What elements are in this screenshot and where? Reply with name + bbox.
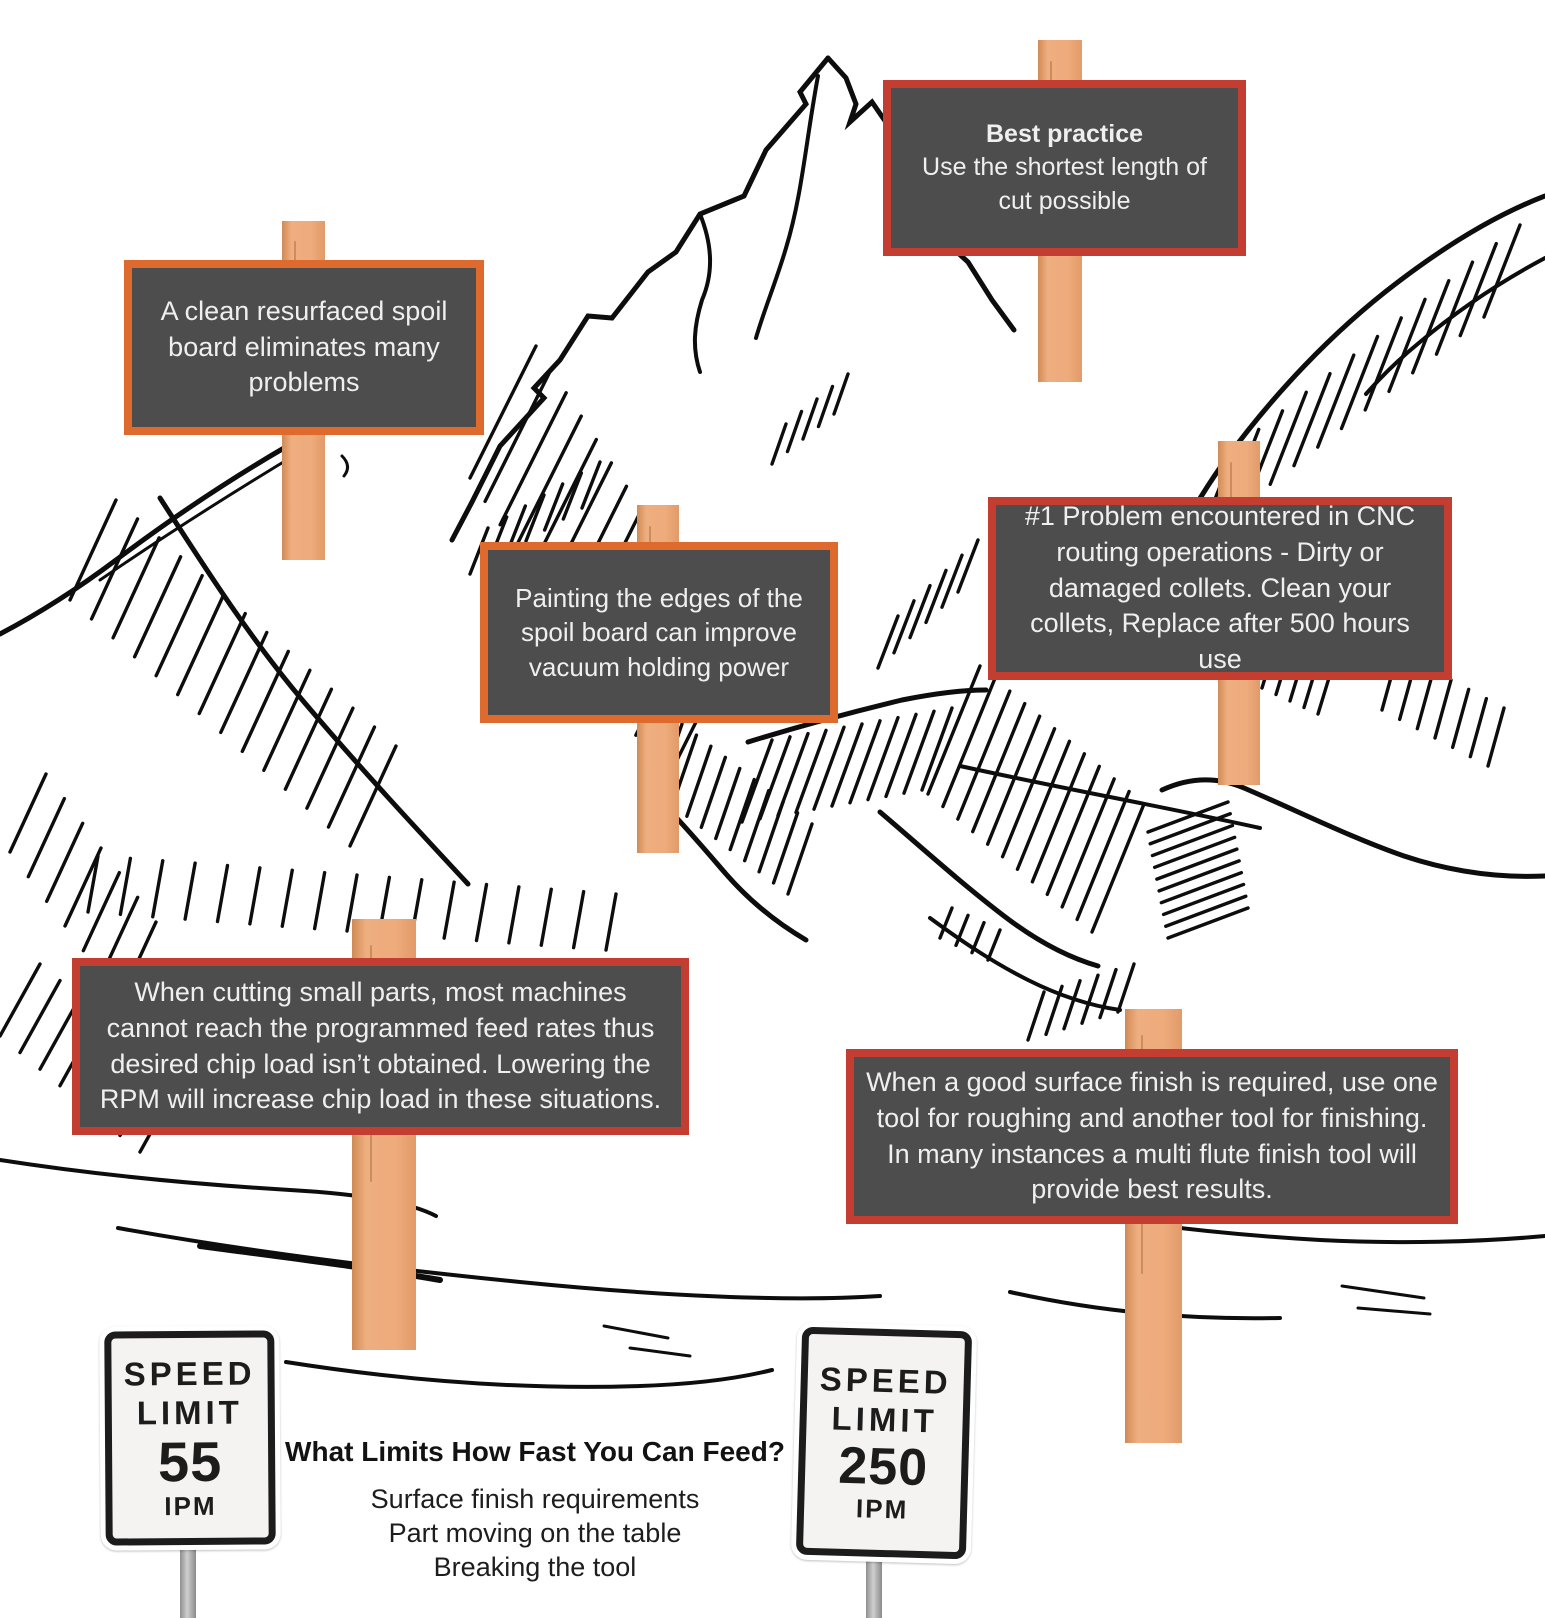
limit-word: LIMIT [136, 1393, 244, 1432]
sign-collets: #1 Problem encountered in CNC routing op… [988, 497, 1452, 680]
feed-limit-item: Breaking the tool [433, 1552, 637, 1582]
feed-limit-item: Part moving on the table [388, 1518, 682, 1548]
feed-limits-heading: What Limits How Fast You Can Feed? [285, 1436, 785, 1467]
speed-word: SPEED [123, 1354, 256, 1393]
speed-limit-sign-250: SPEED LIMIT 250 IPM [790, 1321, 978, 1565]
sign-body: When a good surface finish is required, … [866, 1066, 1438, 1205]
sign-best-practice: Best practice Use the shortest length of… [883, 80, 1246, 256]
limit-word: LIMIT [831, 1399, 939, 1440]
feed-limit-item: Surface finish requirements [370, 1484, 700, 1514]
speed-word: SPEED [819, 1360, 953, 1402]
sign-body: Use the shortest length of cut possible [922, 153, 1207, 215]
speed-limit-sign-55: SPEED LIMIT 55 IPM [99, 1325, 281, 1551]
speed-limit-plate: SPEED LIMIT 250 IPM [795, 1326, 973, 1560]
sign-surface-finish: When a good surface finish is required, … [846, 1049, 1458, 1224]
sign-painting-edges: Painting the edges of the spoil board ca… [480, 542, 838, 723]
sign-body: #1 Problem encountered in CNC routing op… [1024, 500, 1416, 675]
sign-pole [866, 1558, 882, 1618]
speed-limit-plate: SPEED LIMIT 55 IPM [104, 1330, 276, 1546]
sign-body: When cutting small parts, most machines … [99, 976, 662, 1115]
speed-unit: IPM [164, 1490, 217, 1522]
sign-heading: Best practice [985, 120, 1144, 149]
sign-spoil-board: A clean resurfaced spoil board eliminate… [124, 260, 484, 435]
speed-unit: IPM [855, 1493, 909, 1525]
speed-value: 250 [837, 1437, 929, 1498]
feed-limits-block: What Limits How Fast You Can Feed? Surfa… [280, 1436, 790, 1584]
sign-body: A clean resurfaced spoil board eliminate… [160, 295, 448, 398]
speed-value: 55 [157, 1430, 223, 1494]
sign-pole [180, 1546, 196, 1618]
sign-small-parts: When cutting small parts, most machines … [72, 958, 689, 1135]
sign-body: Painting the edges of the spoil board ca… [515, 582, 803, 682]
